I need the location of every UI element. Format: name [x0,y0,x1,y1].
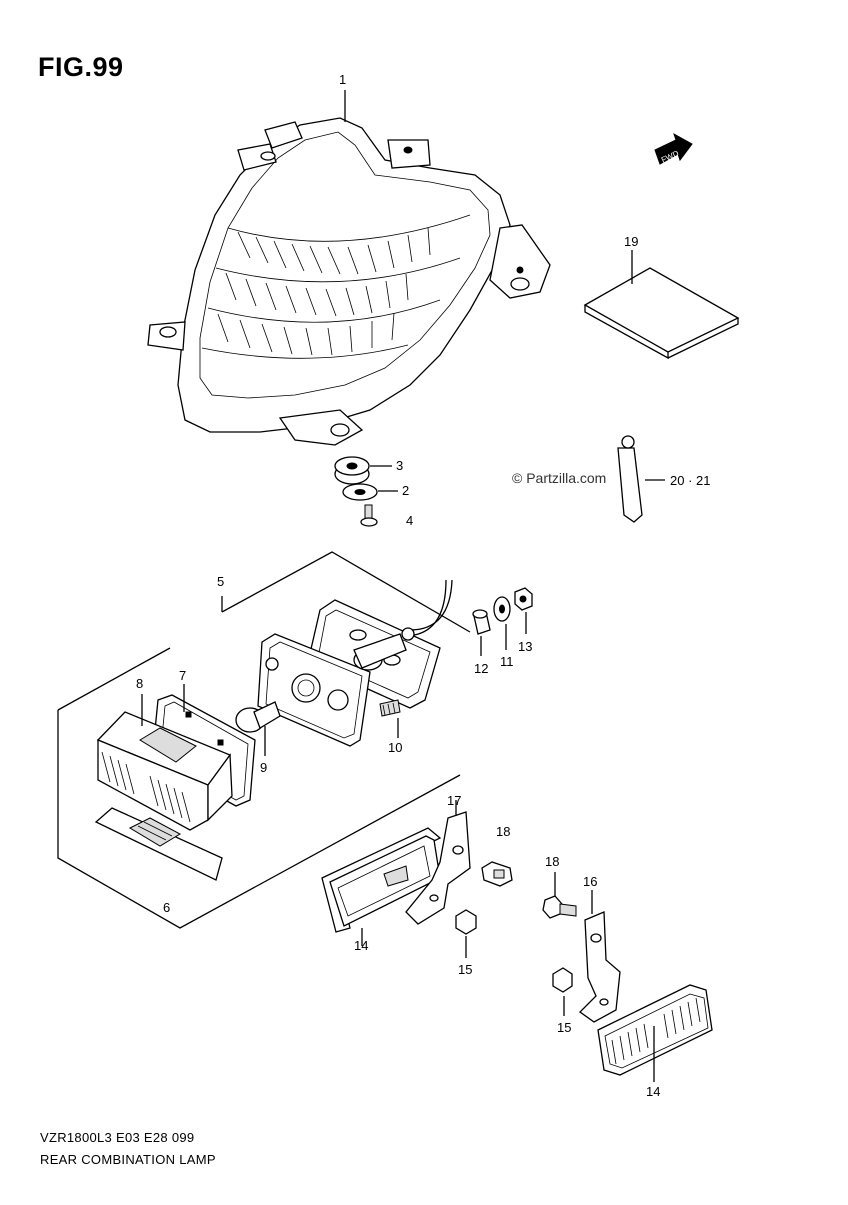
collar [472,609,491,656]
lamp-washer [493,596,511,650]
callout-4: 4 [406,513,414,528]
bracket-bolt-left [481,861,513,887]
assembly-outline [57,551,471,929]
figure-name: REAR COMBINATION LAMP [40,1152,216,1167]
lamp-socket-plate [257,633,407,747]
callout-7: 7 [179,668,187,683]
callout-10: 10 [388,740,403,755]
bracket-nut-left [455,909,477,958]
model-code: VZR1800L3 E03 E28 099 [40,1130,195,1145]
callout-19: 19 [624,234,639,249]
washer [342,483,398,501]
callout-17: 17 [447,793,462,808]
callout-15-left: 15 [458,962,473,977]
callout-9: 9 [260,760,268,775]
callout-15-right: 15 [557,1020,572,1035]
figure-title: FIG.99 [38,52,124,82]
callout-2: 2 [402,483,410,498]
reflector-right [597,984,713,1082]
callout-1: 1 [339,72,347,87]
callout-18-right: 18 [545,854,560,869]
watermark: © Partzilla.com [512,470,607,486]
grommet [334,456,392,485]
reflector-bracket-right [578,890,621,1023]
callout-14-left: 14 [354,938,369,953]
reflector-bracket-left [383,800,471,925]
callout-12: 12 [474,661,489,676]
license-lamp-lens [96,694,233,831]
caution-label [583,250,740,360]
callout-3: 3 [396,458,404,473]
callout-20-21: 20 · 21 [670,473,711,488]
callout-13: 13 [518,639,533,654]
callout-14-right: 14 [646,1084,661,1099]
bracket-nut-right [552,967,573,1016]
wiring-clip [617,435,665,523]
lens-cover-plate [94,807,223,881]
reflector-left [321,827,442,946]
callout-11: 11 [500,654,514,669]
callout-18-left: 18 [496,824,511,839]
lamp-bulb [235,701,281,756]
screw [360,504,378,527]
callout-6: 6 [163,900,171,915]
callout-16: 16 [583,874,598,889]
lamp-nut [514,587,533,634]
fwd-arrow-icon: FWD [654,132,693,165]
bracket-bolt-right [542,872,577,919]
mounting-bolt [379,699,401,738]
callout-8: 8 [136,676,144,691]
tail-lamp-housing [147,90,551,446]
callout-5: 5 [217,574,225,589]
